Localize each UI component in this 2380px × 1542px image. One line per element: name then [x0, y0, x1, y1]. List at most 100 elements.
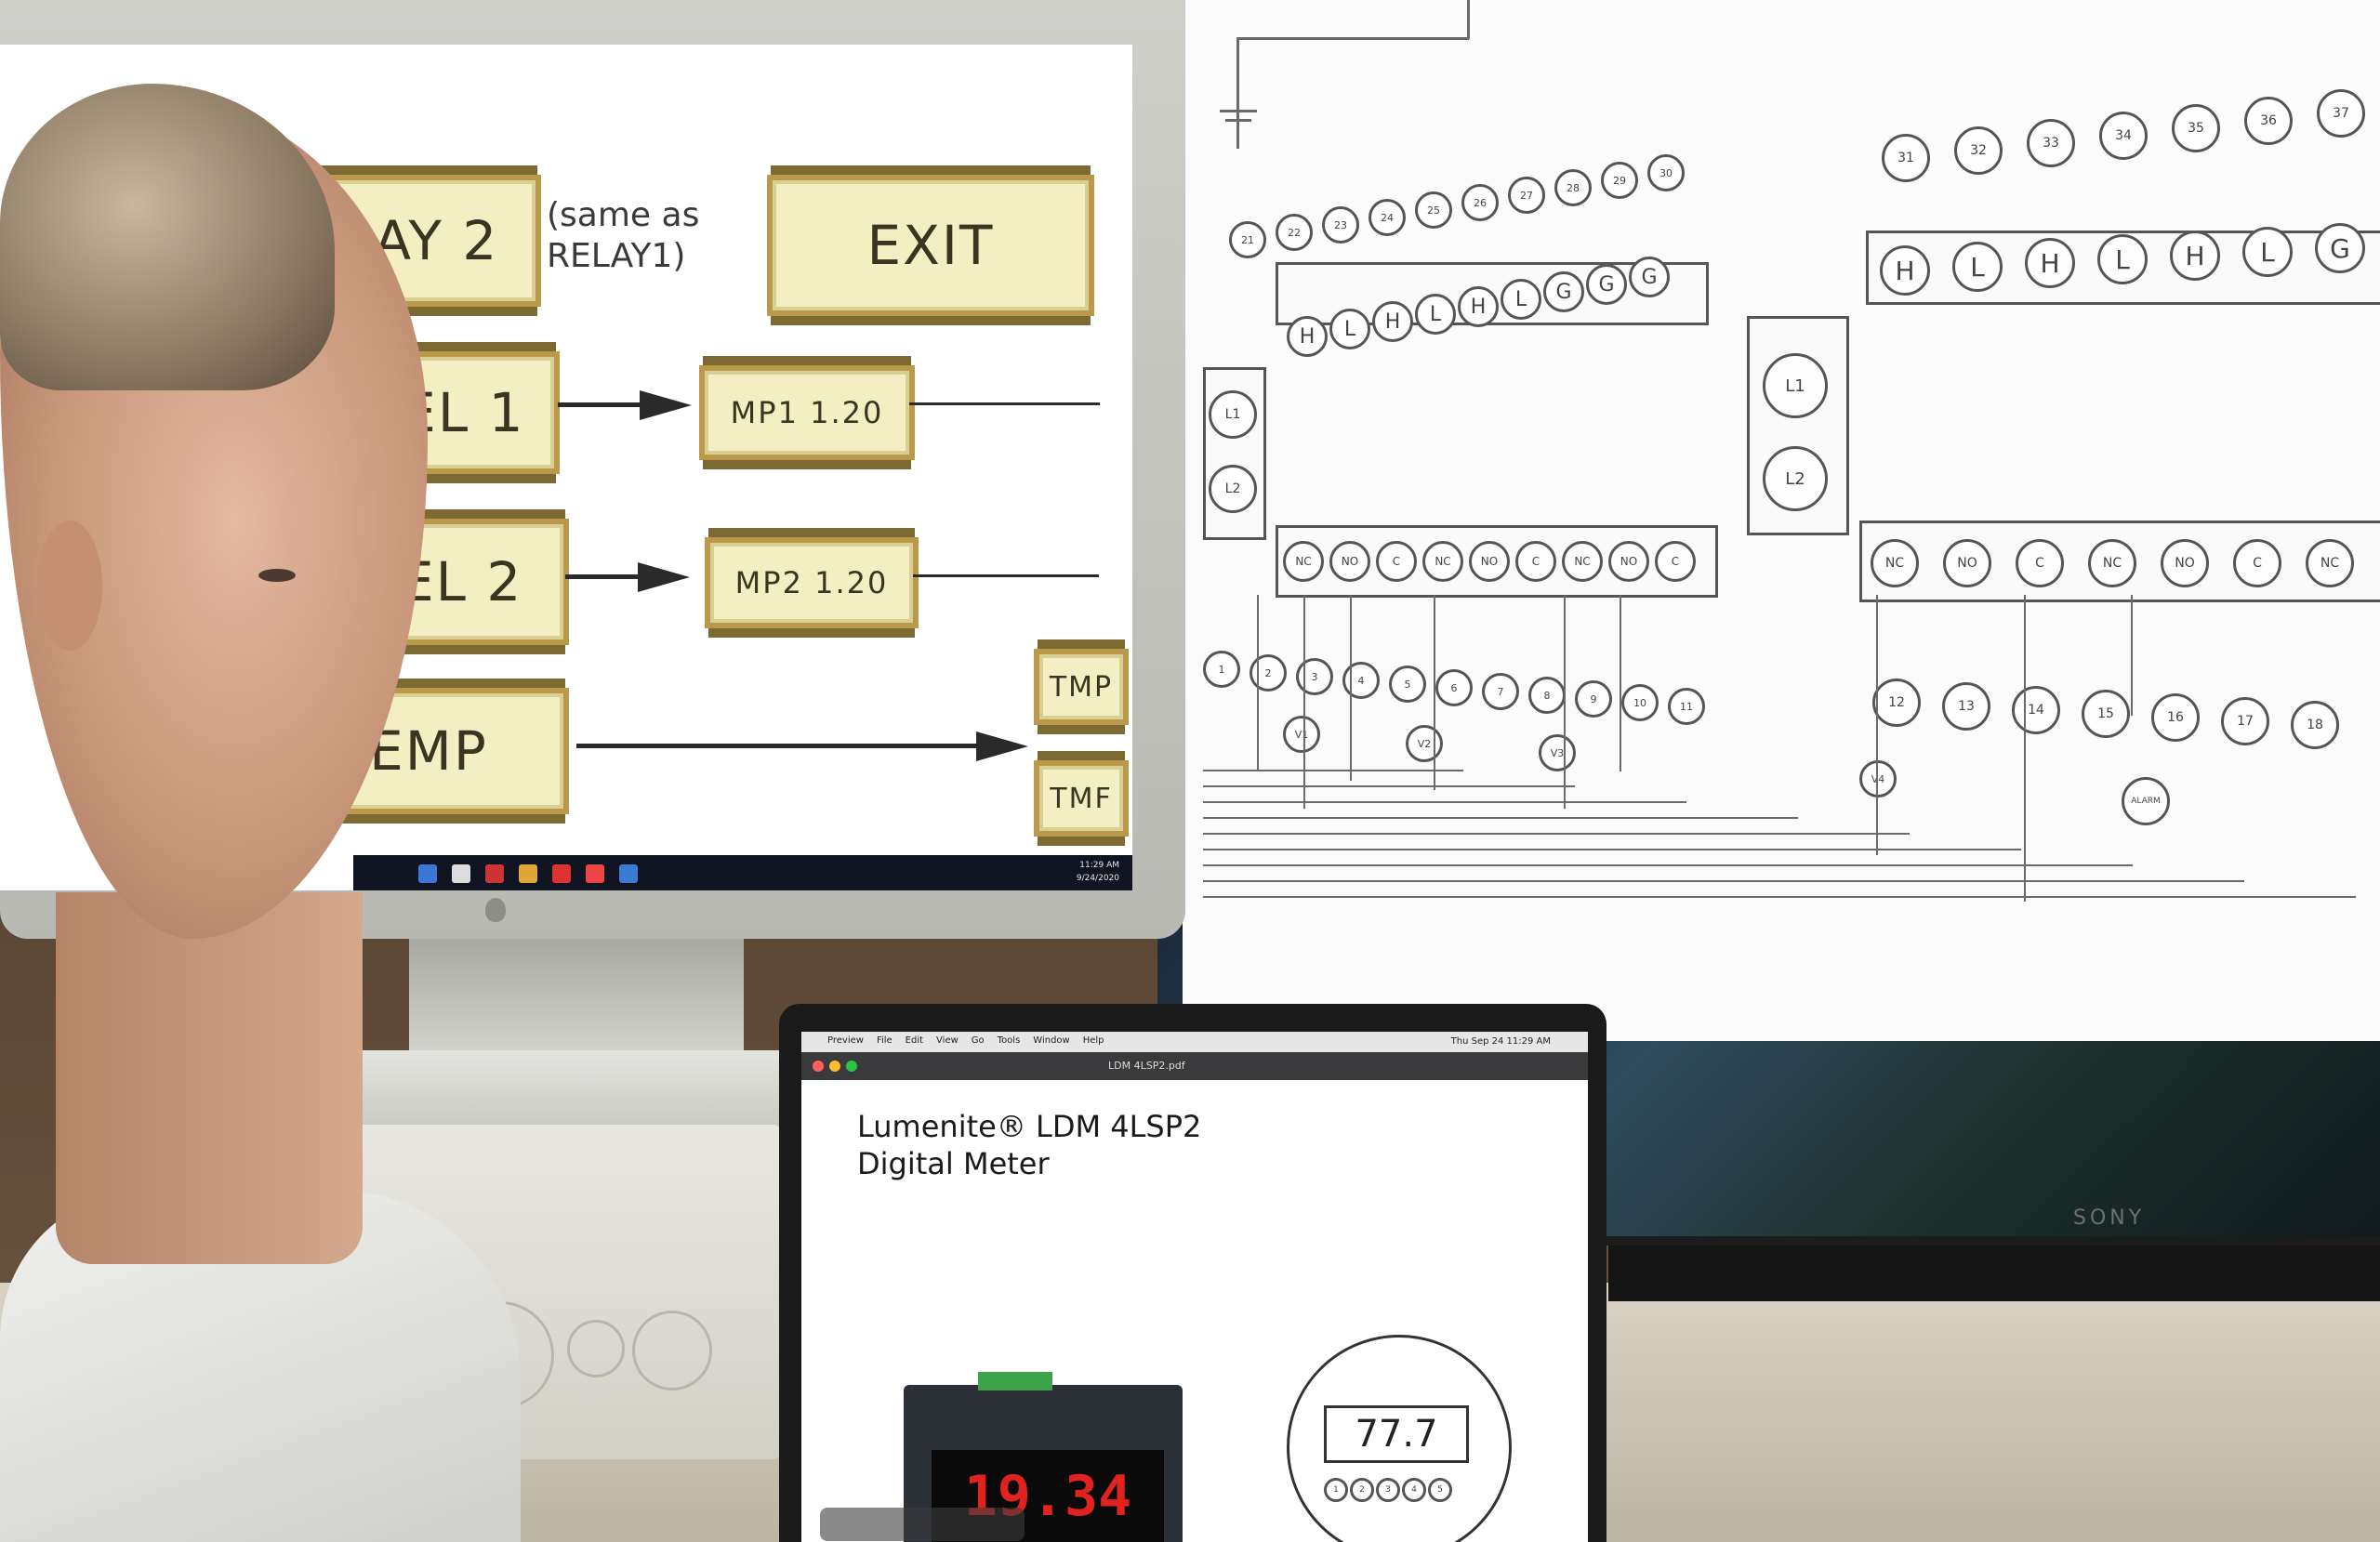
return-wire: [1203, 880, 2244, 882]
meter-drawing-display: 77.7: [1324, 1405, 1469, 1463]
close-icon[interactable]: [813, 1061, 824, 1072]
app-icon[interactable]: [619, 864, 638, 883]
wire: [1876, 595, 1878, 855]
relay-label: C: [1655, 541, 1696, 582]
terminal-circle: 9: [1575, 680, 1612, 718]
tv-stand: [1608, 1245, 2380, 1301]
search-icon[interactable]: [452, 864, 470, 883]
terminal-circle: 12: [1872, 679, 1921, 727]
wire: [2024, 595, 2026, 902]
terminal-circle: 3: [1296, 658, 1333, 695]
drawing-terminal: 5: [1428, 1478, 1452, 1502]
meter-title: Lumenite® LDM 4LSP2 Digital Meter: [857, 1108, 1201, 1182]
terminal-circle: 30: [1647, 154, 1685, 191]
wire: [1257, 595, 1259, 771]
meter-line-drawing: [1287, 1335, 1512, 1542]
lcd-tmp-a: TMP: [1034, 649, 1129, 725]
relay-label: NC: [1283, 541, 1324, 582]
arrow-temp: [576, 744, 985, 748]
terminal-circle: 37: [2317, 89, 2365, 138]
wire: [1236, 37, 1469, 40]
windows-taskbar[interactable]: 11:29 AM 9/24/2020: [353, 855, 1132, 890]
return-wire: [1203, 849, 2021, 850]
power-terminal: L2: [1763, 446, 1828, 511]
menu-item[interactable]: Window: [1033, 1035, 1070, 1046]
strip-label: L: [1501, 279, 1541, 320]
wire: [1467, 0, 1470, 39]
relay-label: C: [1515, 541, 1556, 582]
minimize-icon[interactable]: [829, 1061, 840, 1072]
menu-item[interactable]: File: [876, 1035, 892, 1046]
terminal-circle: 14: [2012, 686, 2060, 734]
strip-label: H: [1287, 316, 1328, 357]
terminal-circle: 32: [1954, 126, 2003, 175]
app-icon[interactable]: [586, 864, 604, 883]
terminal-circle: 1: [1203, 651, 1240, 688]
terminal-circle: 13: [1942, 682, 1990, 731]
drawing-terminal: 4: [1402, 1478, 1426, 1502]
preview-titlebar[interactable]: LDM 4LSP2.pdf: [801, 1052, 1588, 1080]
app-icon[interactable]: [552, 864, 571, 883]
ground-symbol: [1225, 119, 1251, 122]
power-terminal: L2: [1209, 465, 1257, 513]
relay-label: C: [2016, 539, 2064, 587]
folder-icon[interactable]: [519, 864, 537, 883]
valve-terminal: V2: [1406, 725, 1443, 762]
terminal-circle: 29: [1601, 162, 1638, 199]
terminal-circle: 11: [1668, 688, 1705, 725]
alarm-terminal: ALARM: [2122, 777, 2170, 825]
terminal-circle: 22: [1276, 214, 1313, 251]
arrow-level2: [565, 574, 640, 579]
terminal-circle: 18: [2291, 701, 2339, 749]
wire: [2131, 595, 2133, 716]
menu-item[interactable]: Tools: [997, 1035, 1021, 1046]
document-title: LDM 4LSP2.pdf: [1108, 1060, 1185, 1072]
relay-label: NC: [1422, 541, 1463, 582]
terminal-circle: 16: [2151, 693, 2200, 742]
return-wire: [1203, 801, 1686, 803]
apple-logo-icon: [485, 898, 506, 922]
mac-dock[interactable]: [820, 1508, 1025, 1541]
ground-wire: [1236, 37, 1239, 149]
zoom-icon[interactable]: [846, 1061, 857, 1072]
menu-item[interactable]: View: [936, 1035, 959, 1046]
terminal-circle: 21: [1229, 221, 1266, 258]
terminal-circle: 33: [2027, 119, 2075, 167]
taskbar-time: 11:29 AM: [1079, 861, 1119, 870]
wire: [1620, 595, 1621, 771]
power-terminal: L1: [1763, 353, 1828, 418]
meter-title-line2: Digital Meter: [857, 1146, 1050, 1181]
terminal-circle: 8: [1528, 677, 1566, 714]
strip-label: G: [1586, 264, 1627, 305]
terminal-circle: 26: [1461, 184, 1499, 221]
taskbar-clock[interactable]: 11:29 AM 9/24/2020: [1045, 859, 1119, 885]
terminal-circle: 34: [2099, 112, 2148, 160]
relay-label: NC: [2306, 539, 2354, 587]
left-monitor-stand: [409, 939, 744, 1050]
menu-item[interactable]: Help: [1082, 1035, 1104, 1046]
valve-terminal: V4: [1859, 760, 1897, 797]
arrow-level1: [558, 402, 641, 407]
terminal-circle: 24: [1368, 199, 1406, 236]
menu-item[interactable]: Go: [971, 1035, 985, 1046]
menu-item[interactable]: Preview: [827, 1035, 864, 1046]
app-icon[interactable]: [485, 864, 504, 883]
terminal-circle: 5: [1389, 666, 1426, 703]
knockout: [632, 1311, 712, 1390]
menu-item[interactable]: Edit: [905, 1035, 924, 1046]
taskbar-date: 9/24/2020: [1076, 874, 1119, 883]
return-wire: [1203, 817, 1798, 819]
start-icon[interactable]: [418, 864, 437, 883]
line-mp2: [913, 574, 1099, 577]
mac-clock[interactable]: Thu Sep 24 11:29 AM: [1450, 1036, 1551, 1047]
mac-menubar[interactable]: Preview File Edit View Go Tools Window Help Thu…: [801, 1032, 1588, 1052]
terminal-circle: 25: [1415, 191, 1452, 229]
person-hair: [0, 84, 335, 390]
strip-label: G: [1543, 271, 1584, 312]
wire: [1303, 595, 1305, 809]
relay-label: C: [1376, 541, 1417, 582]
terminal-circle: 6: [1435, 669, 1473, 706]
terminal-circle: 31: [1882, 134, 1930, 182]
strip-label: L: [1952, 242, 2003, 292]
